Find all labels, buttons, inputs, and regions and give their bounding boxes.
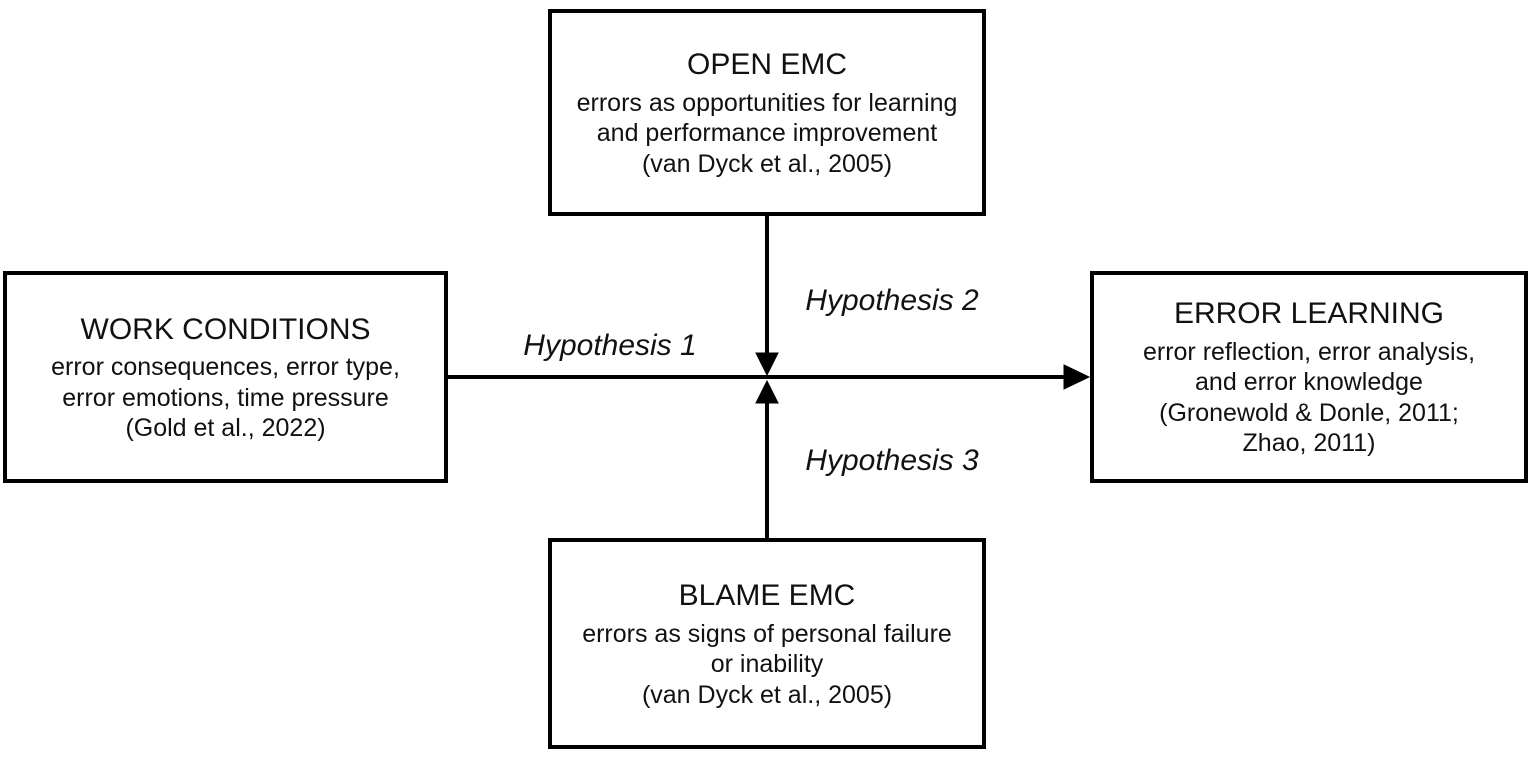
label-hypothesis-2: Hypothesis 2	[805, 284, 979, 317]
box-error-learning-line: error reflection, error analysis,	[1142, 337, 1476, 366]
box-blame-emc-citation: (van Dyck et al., 2005)	[641, 680, 893, 709]
box-error-learning: ERROR LEARNING error reflection, error a…	[1090, 271, 1528, 483]
box-open-emc-citation: (van Dyck et al., 2005)	[641, 149, 893, 178]
box-error-learning-citation: (Gronewold & Donle, 2011;	[1159, 398, 1459, 427]
label-hypothesis-1: Hypothesis 1	[523, 329, 697, 362]
arrow-open-emc-down	[755, 214, 779, 377]
box-work-conditions-line: error consequences, error type,	[51, 353, 400, 381]
box-work-conditions: WORK CONDITIONS error consequences, erro…	[3, 271, 448, 483]
arrow-blame-emc-up	[755, 379, 779, 540]
box-work-conditions-line: error emotions, time pressure	[62, 383, 389, 412]
box-blame-emc-line: or inability	[710, 650, 824, 678]
box-open-emc: OPEN EMC errors as opportunities for lea…	[548, 9, 986, 216]
label-hypothesis-3: Hypothesis 3	[805, 444, 979, 477]
box-error-learning-citation: Zhao, 2011)	[1242, 429, 1376, 458]
box-blame-emc-line: errors as signs of personal failure	[582, 619, 952, 648]
box-open-emc-title: OPEN EMC	[686, 48, 848, 81]
box-work-conditions-title: WORK CONDITIONS	[80, 312, 371, 346]
box-open-emc-line: and performance improvement	[596, 119, 938, 147]
box-blame-emc-title: BLAME EMC	[678, 579, 856, 612]
box-blame-emc: BLAME EMC errors as signs of personal fa…	[548, 538, 986, 749]
box-open-emc-line: errors as opportunities for learning	[576, 88, 958, 117]
box-error-learning-line: and error knowledge	[1195, 368, 1423, 397]
arrow-work-to-learning	[447, 364, 1091, 390]
box-error-learning-title: ERROR LEARNING	[1173, 297, 1445, 331]
box-work-conditions-citation: (Gold et al., 2022)	[125, 414, 326, 442]
